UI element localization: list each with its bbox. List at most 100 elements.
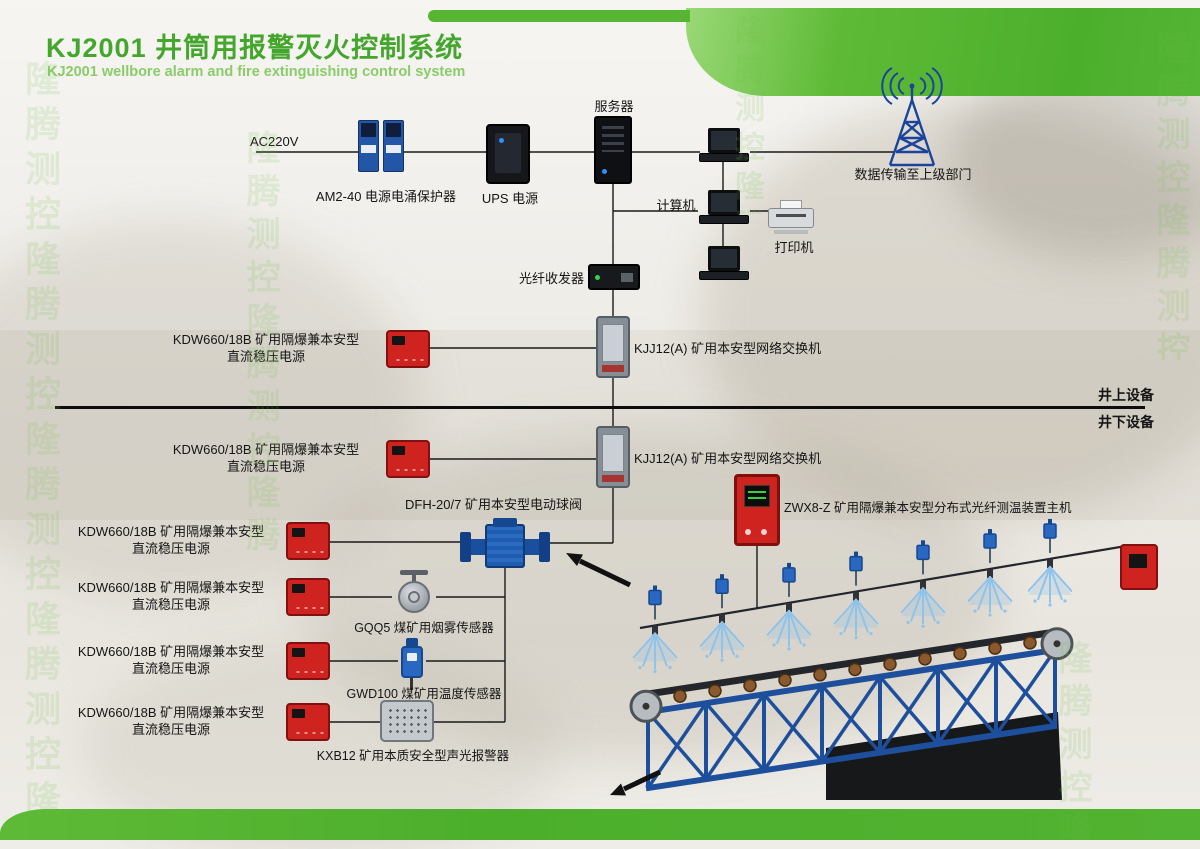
sound-light-alarm-icon	[380, 700, 434, 742]
surge-module	[358, 120, 379, 172]
ups-icon	[486, 124, 530, 184]
dc-power-label-line1: KDW660/18B 矿用隔爆兼本安型	[77, 644, 265, 659]
ac220v-label: AC220V	[250, 134, 299, 149]
surface-underground-divider	[55, 406, 1145, 409]
valve-pipe	[471, 539, 485, 555]
printer-slot	[776, 214, 806, 217]
switch-tag	[602, 475, 624, 482]
valve-motor	[493, 518, 517, 527]
valve-flange	[460, 532, 471, 562]
valve-actuator	[485, 524, 525, 568]
temp-sensor-label: GWD100 煤矿用温度传感器	[346, 687, 502, 701]
fiber-temp-host-icon	[734, 474, 780, 546]
dc-power-label-line2: 直流稳压电源	[131, 721, 210, 737]
screen-line	[748, 497, 766, 499]
header-green-banner	[686, 8, 1200, 96]
dc-power-label-5: KDW660/18B 矿用隔爆兼本安型 直流稳压电源	[60, 644, 282, 678]
laptop-keyboard	[699, 153, 749, 162]
dc-power-icon-4	[286, 578, 330, 616]
sound-light-alarm-label: KXB12 矿用本质安全型声光报警器	[316, 749, 510, 763]
field-terminal-icon	[1120, 544, 1158, 590]
dc-power-label-1: KDW660/18B 矿用隔爆兼本安型 直流稳压电源	[160, 332, 372, 366]
alarm-grille	[387, 707, 427, 735]
printer-tray	[774, 230, 808, 234]
host-button	[745, 529, 751, 535]
host-button	[761, 529, 767, 535]
power-terminals	[394, 468, 424, 472]
sensor-cap	[406, 638, 418, 647]
fiber-transceiver-label: 光纤收发器	[518, 271, 584, 286]
power-display	[292, 709, 305, 718]
dc-power-label-4: KDW660/18B 矿用隔爆兼本安型 直流稳压电源	[60, 580, 282, 614]
power-display	[392, 336, 405, 345]
valve-pipe	[525, 539, 539, 555]
dc-power-label-line1: KDW660/18B 矿用隔爆兼本安型	[77, 580, 265, 595]
sensor-ring	[408, 591, 420, 603]
terminal-display	[1129, 554, 1147, 568]
printer-label: 打印机	[774, 240, 814, 255]
network-switch-icon-underground	[596, 426, 630, 488]
sensor-stem	[412, 574, 416, 582]
surge-protector-icon	[358, 120, 404, 174]
dc-power-label-line1: KDW660/18B 矿用隔爆兼本安型	[172, 332, 360, 347]
dc-power-label-6: KDW660/18B 矿用隔爆兼本安型 直流稳压电源	[60, 705, 282, 739]
transceiver-port	[621, 273, 633, 282]
ball-valve-icon	[460, 518, 550, 568]
smoke-sensor-label: GQQ5 煤矿用烟雾传感器	[354, 621, 494, 635]
dc-power-label-line2: 直流稳压电源	[131, 596, 210, 612]
ups-led	[499, 138, 504, 143]
network-switch-label-surface: KJJ12(A) 矿用本安型网络交换机	[634, 341, 822, 356]
surge-protector-label: AM2-40 电源电涌保护器	[315, 189, 457, 204]
dc-power-label-line2: 直流稳压电源	[131, 660, 210, 676]
switch-panel	[602, 434, 624, 472]
fiber-temp-host-label: ZWX8-Z 矿用隔爆兼本安型分布式光纤测温装置主机	[784, 501, 1072, 515]
data-uplink-label: 数据传输至上级部门	[854, 167, 972, 182]
laptop-keyboard	[699, 215, 749, 224]
network-switch-label-underground: KJJ12(A) 矿用本安型网络交换机	[634, 451, 822, 466]
dc-power-label-line1: KDW660/18B 矿用隔爆兼本安型	[172, 442, 360, 457]
power-display	[392, 446, 405, 455]
dc-power-label-2: KDW660/18B 矿用隔爆兼本安型 直流稳压电源	[160, 442, 372, 476]
sensor-body	[401, 646, 423, 678]
power-terminals	[294, 550, 324, 554]
footer-green-bar	[0, 809, 1200, 840]
power-terminals	[294, 731, 324, 735]
screen-line	[748, 491, 766, 493]
laptop-screen	[708, 246, 740, 271]
laptop-screen	[708, 190, 740, 215]
dc-power-icon-1	[386, 330, 430, 368]
printer-icon	[768, 200, 814, 234]
valve-flange	[539, 532, 550, 562]
flow-arrow-icons	[566, 553, 662, 796]
smoke-sensor-icon	[392, 570, 436, 624]
dc-power-icon-6	[286, 703, 330, 741]
server-vents	[602, 126, 624, 152]
surge-module	[383, 120, 404, 172]
page-subtitle: KJ2001 wellbore alarm and fire extinguis…	[47, 64, 466, 80]
server-led	[602, 169, 607, 174]
dc-power-icon-5	[286, 642, 330, 680]
dc-power-label-line2: 直流稳压电源	[131, 540, 210, 556]
radio-tower-icon	[881, 67, 943, 167]
sprinkler-spray-icons	[632, 518, 1073, 674]
power-terminals	[294, 606, 324, 610]
dc-power-icon-2	[386, 440, 430, 478]
computer-label: 计算机	[656, 198, 696, 213]
network-switch-icon-surface	[596, 316, 630, 378]
dc-power-icon-3	[286, 522, 330, 560]
host-screen	[744, 485, 770, 507]
header-green-strip	[428, 10, 690, 22]
sensor-window	[407, 653, 417, 661]
switch-panel	[602, 324, 624, 362]
fiber-transceiver-icon	[588, 264, 640, 290]
power-display	[292, 584, 305, 593]
ball-valve-label: DFH-20/7 矿用本安型电动球阀	[405, 497, 582, 512]
switch-tag	[602, 365, 624, 372]
ups-label: UPS 电源	[481, 191, 539, 206]
power-display	[292, 648, 305, 657]
page-title: KJ2001 井筒用报警灭火控制系统	[46, 33, 464, 63]
temp-sensor-icon	[398, 638, 426, 690]
dc-power-label-line2: 直流稳压电源	[226, 348, 305, 364]
